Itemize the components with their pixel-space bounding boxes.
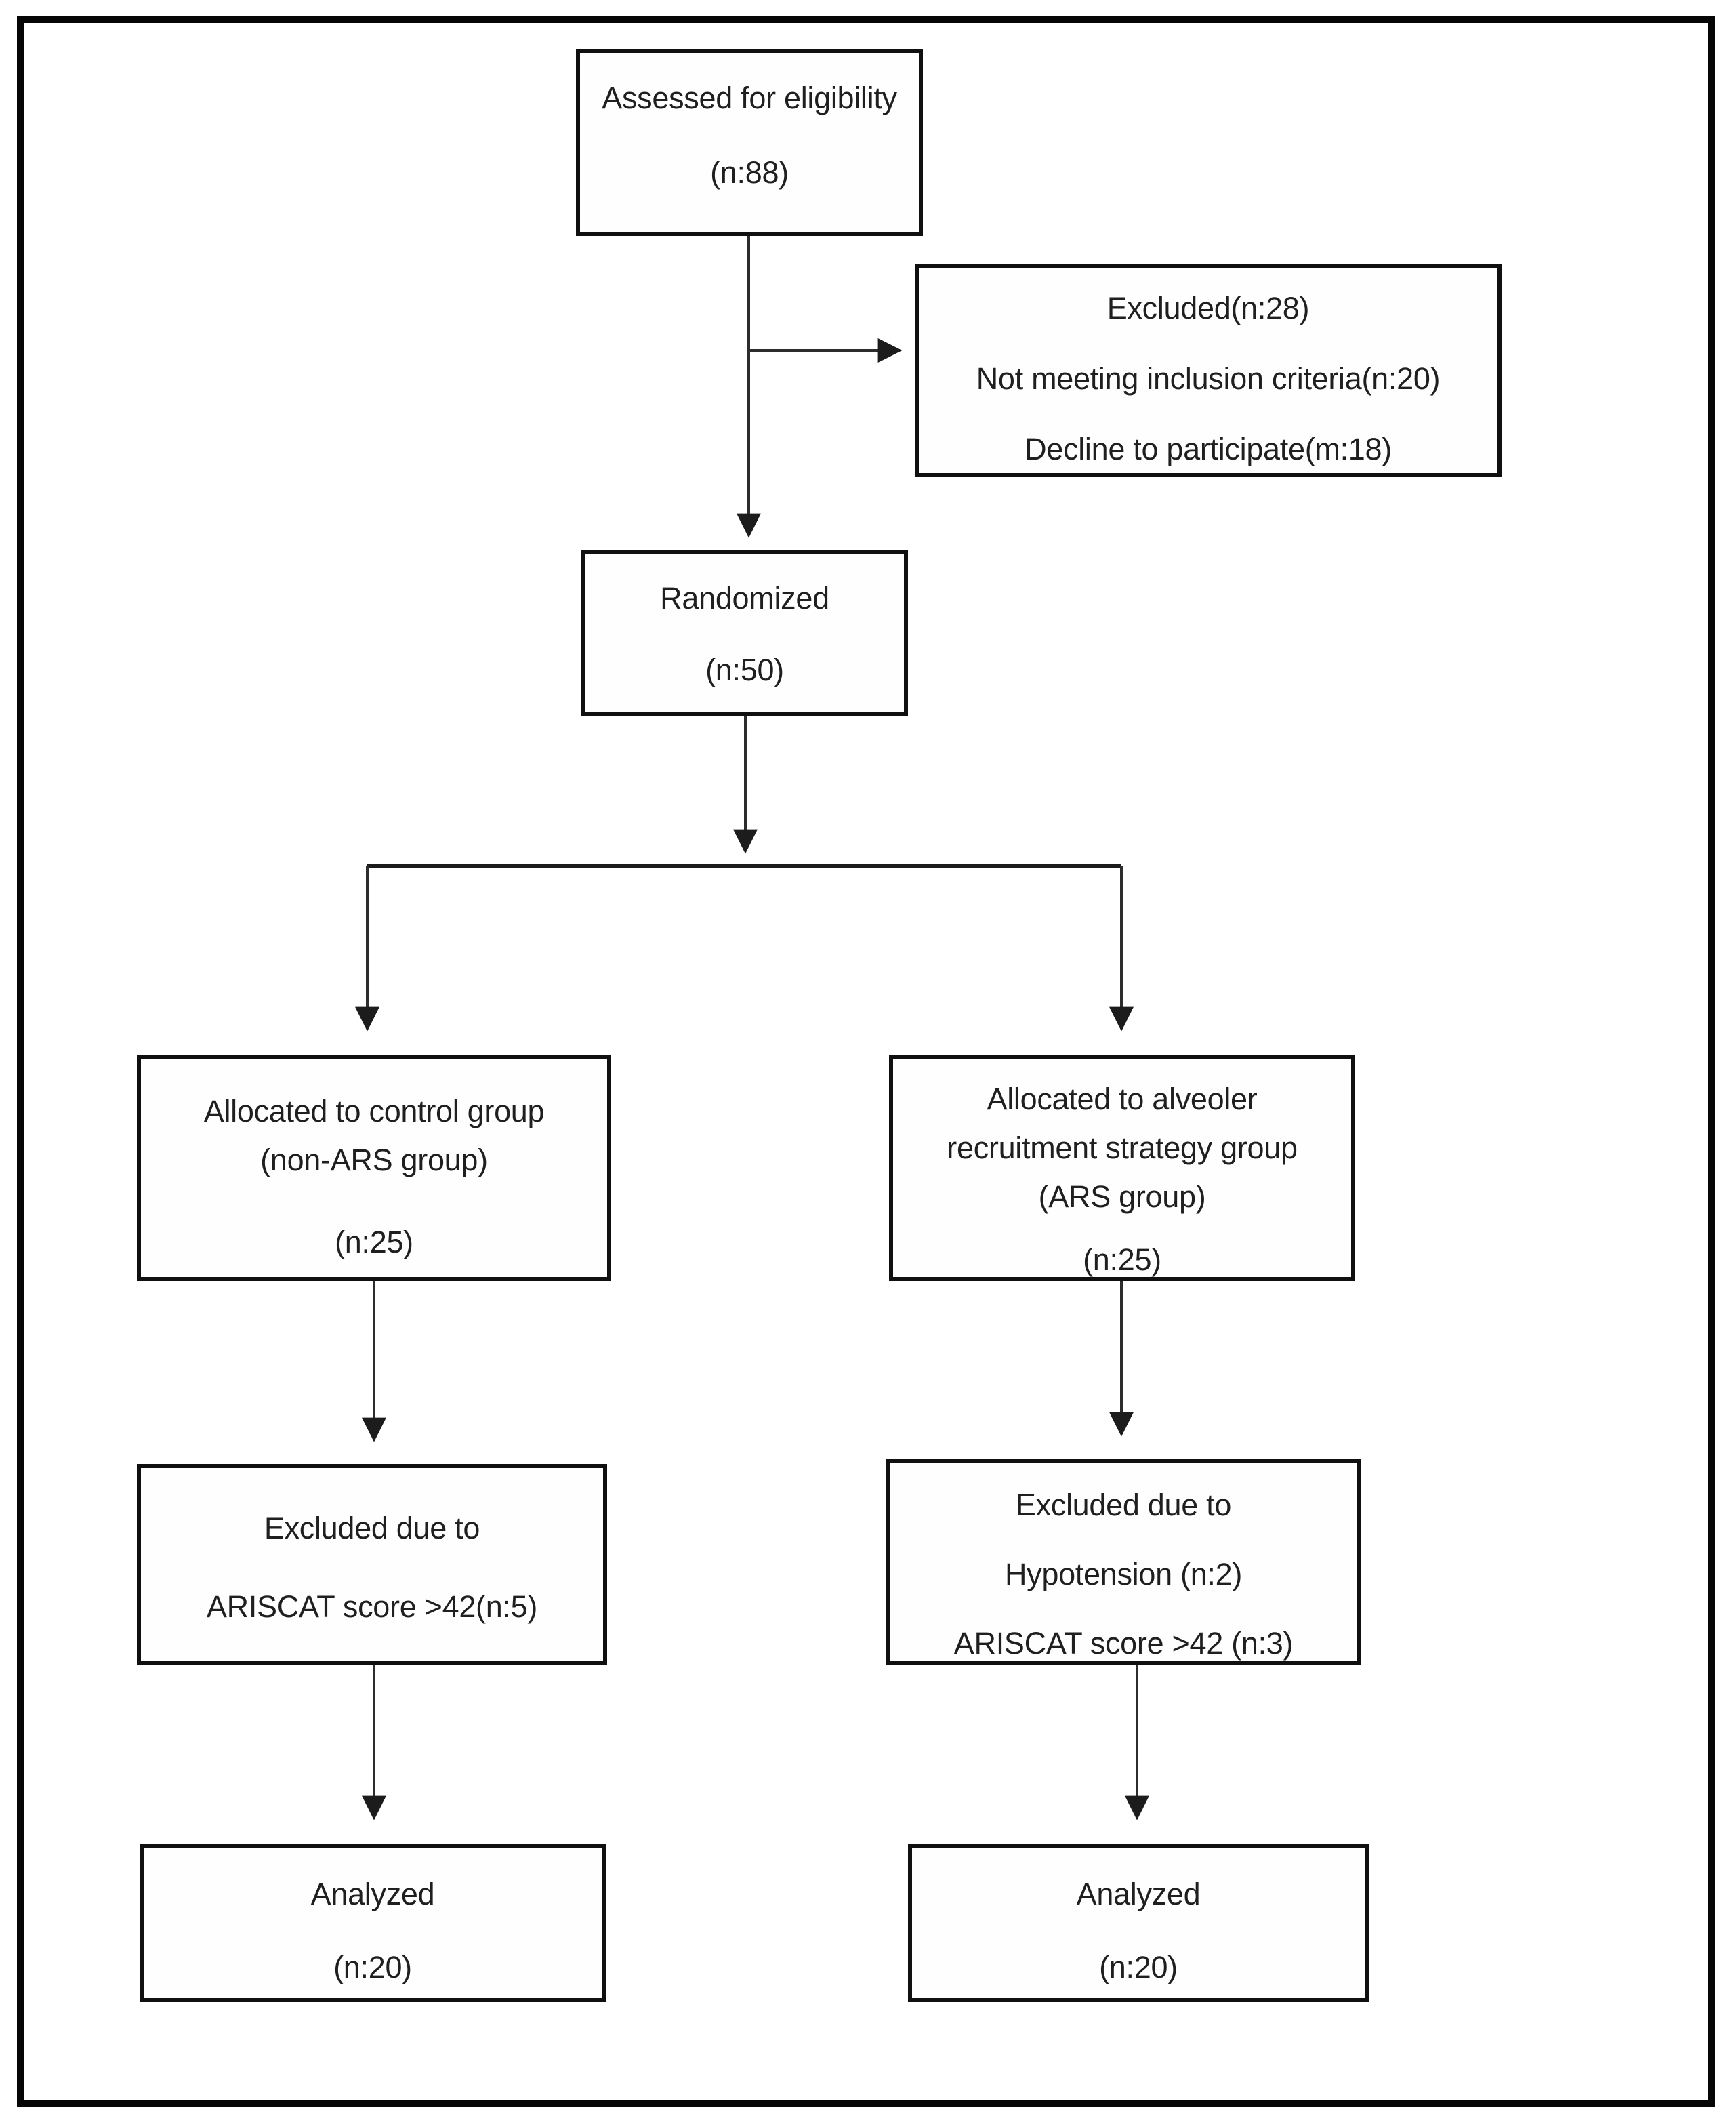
box-text-line: ARISCAT score >42 (n:3) <box>953 1626 1294 1661</box>
allocated-ars-group-box: Allocated to alveoler recruitment strate… <box>889 1055 1355 1281</box>
box-text-line: Hypotension (n:2) <box>1004 1557 1243 1591</box>
box-text-line: Analyzed <box>310 1877 435 1911</box>
allocated-control-group-box: Allocated to control group (non-ARS grou… <box>137 1055 611 1281</box>
box-text-line: Randomized <box>660 581 829 615</box>
box-text-line: Not meeting inclusion criteria(n:20) <box>976 361 1441 396</box>
box-count-line: (n:20) <box>333 1950 412 1984</box>
box-count-line: (n:50) <box>705 653 784 687</box>
analyzed-ars-box: Analyzed (n:20) <box>908 1844 1369 2002</box>
box-text-line: ARISCAT score >42(n:5) <box>206 1589 538 1624</box>
box-text-line: (ARS group) <box>1038 1179 1206 1214</box>
box-text-line: Decline to participate(m:18) <box>1025 432 1392 466</box>
box-text-line: recruitment strategy group <box>947 1131 1298 1165</box>
assessed-for-eligibility-box: Assessed for eligibility (n:88) <box>576 49 923 236</box>
box-text-line: Allocated to control group <box>203 1094 545 1128</box>
analyzed-control-box: Analyzed (n:20) <box>140 1844 606 2002</box>
excluded-control-box: Excluded due to ARISCAT score >42(n:5) <box>137 1464 607 1665</box>
box-count-line: (n:25) <box>1083 1242 1161 1277</box>
excluded-box: Excluded(n:28) Not meeting inclusion cri… <box>915 264 1502 477</box>
box-count-line: (n:20) <box>1099 1950 1178 1984</box>
box-text-line: Excluded due to <box>1015 1488 1232 1522</box>
box-text-line: Excluded(n:28) <box>1107 291 1310 325</box>
box-text-line: Allocated to alveoler <box>987 1082 1258 1116</box>
box-text-line: Analyzed <box>1076 1877 1201 1911</box>
diagram-border <box>17 16 1715 2107</box>
box-count-line: (n:88) <box>710 155 789 190</box>
box-count-line: (n:25) <box>335 1225 413 1259</box>
box-text-line: Excluded due to <box>264 1511 480 1545</box>
randomized-box: Randomized (n:50) <box>581 550 908 716</box>
box-text-line: (non-ARS group) <box>260 1143 488 1177</box>
box-text-line: Assessed for eligibility <box>602 81 897 115</box>
excluded-ars-box: Excluded due to Hypotension (n:2) ARISCA… <box>886 1459 1361 1665</box>
